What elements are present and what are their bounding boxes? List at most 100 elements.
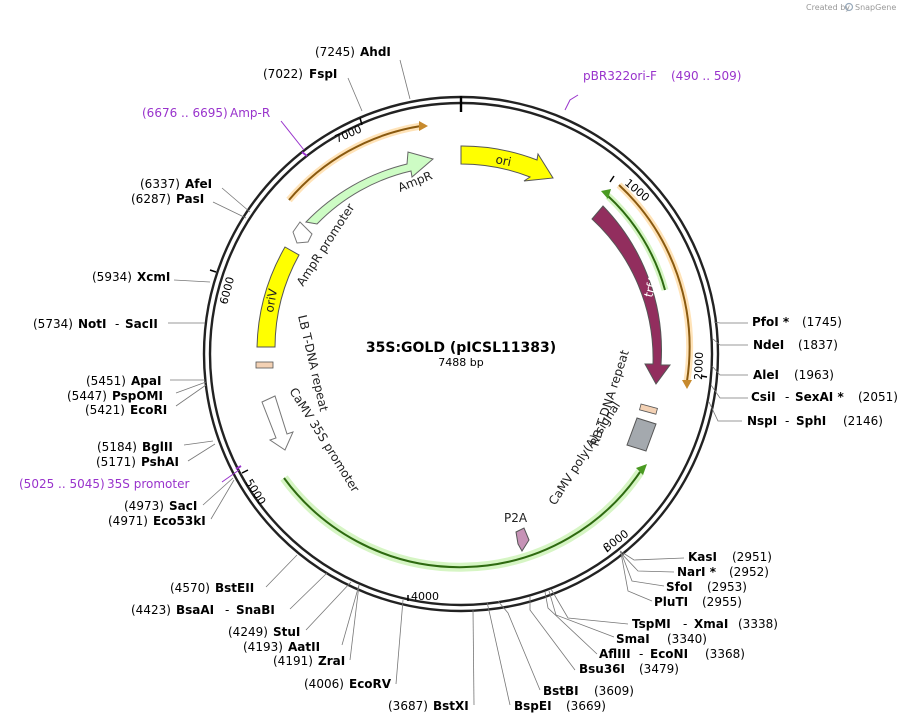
site-pluti[interactable]: PluTI (2955)	[654, 595, 742, 609]
site-bspei[interactable]: BspEI (3669)	[514, 699, 606, 713]
site-name: Bsu36I	[579, 662, 625, 676]
site-name: ApaI	[131, 374, 161, 388]
site-zrai[interactable]: (4191) ZraI	[273, 654, 345, 668]
site-sep: -	[683, 617, 687, 631]
site-pos: (4570)	[170, 581, 210, 595]
site-name: StuI	[273, 625, 300, 639]
site-saci[interactable]: (4973) SacI	[124, 499, 197, 513]
site-noti-sacii[interactable]: (5734) NotI - SacII	[33, 317, 158, 331]
site-stui[interactable]: (4249) StuI	[228, 625, 300, 639]
site-eco53ki[interactable]: (4971) Eco53kI	[108, 514, 206, 528]
site-pos: (5451)	[86, 374, 126, 388]
snapgene-credit: Created by SnapGene	[806, 2, 896, 12]
site-pasi[interactable]: (6287) PasI	[131, 192, 204, 206]
site-xcmi[interactable]: (5934) XcmI	[92, 270, 170, 284]
site-pos: (3687)	[388, 699, 428, 713]
feature-green-arrow-right	[601, 189, 669, 291]
site-kasi[interactable]: KasI (2951)	[688, 550, 772, 564]
feature-camv-polyA-label: CaMV poly(A) signal	[546, 399, 623, 508]
site-pos: (6337)	[140, 177, 180, 191]
site-name: AflIII	[599, 647, 631, 661]
site-pos: (2953)	[707, 580, 747, 594]
feature-camv-35s-promoter[interactable]: CaMV 35S promoter	[261, 385, 362, 495]
site-name: FspI	[309, 67, 337, 81]
site-pos: (5171)	[96, 455, 136, 469]
feature-p2a[interactable]: P2A	[504, 511, 530, 552]
primer-name: Amp-R	[230, 106, 270, 120]
site-pos: (2951)	[732, 550, 772, 564]
site-name: PluTI	[654, 595, 688, 609]
site-name: PshAI	[141, 455, 179, 469]
site-pspomi[interactable]: (5447) PspOMI	[67, 389, 163, 403]
tick-5000: 5000	[242, 477, 268, 508]
site-name: BstEII	[215, 581, 254, 595]
site-ecorv[interactable]: (4006) EcoRV	[304, 677, 392, 691]
site-name2: SnaBI	[236, 603, 275, 617]
site-name2: XmaI	[694, 617, 728, 631]
site-pos: (5447)	[67, 389, 107, 403]
site-name: KasI	[688, 550, 717, 564]
feature-trfA[interactable]: trfA	[591, 205, 671, 385]
snapgene-logo-icon	[844, 2, 854, 12]
site-name: NotI	[78, 317, 107, 331]
site-csii-sexai[interactable]: CsiI - SexAI * (2051)	[751, 390, 898, 404]
site-aatii[interactable]: (4193) AatII	[243, 640, 320, 654]
feature-orange-arrow-right	[616, 182, 694, 389]
site-afliii-econi[interactable]: AflIII - EcoNI (3368)	[599, 647, 745, 661]
site-afei[interactable]: (6337) AfeI	[140, 177, 212, 191]
site-ahdi[interactable]: (7245) AhdI	[315, 45, 391, 59]
site-pshai[interactable]: (5171) PshAI	[96, 455, 179, 469]
site-pos: (4971)	[108, 514, 148, 528]
site-name: EcoRI	[130, 403, 167, 417]
site-name: AatII	[288, 640, 320, 654]
tick-2000: 2000	[692, 352, 706, 380]
site-pos: (3368)	[705, 647, 745, 661]
site-pos: (3338)	[738, 617, 778, 631]
site-pfoi[interactable]: PfoI * (1745)	[752, 315, 842, 329]
site-pos: (7022)	[263, 67, 303, 81]
primer-name: 35S promoter	[107, 477, 189, 491]
site-pos: (3479)	[639, 662, 679, 676]
site-nari[interactable]: NarI * (2952)	[677, 565, 769, 579]
site-name: TspMI	[632, 617, 671, 631]
site-name: PfoI *	[752, 315, 790, 329]
site-name: XcmI	[137, 270, 170, 284]
site-name: BstBI	[543, 684, 579, 698]
site-bsaai-snabi[interactable]: (4423) BsaAI - SnaBI	[131, 603, 275, 617]
site-bstbi[interactable]: BstBI (3609)	[543, 684, 634, 698]
site-name: SacI	[169, 499, 197, 513]
site-pos: (4006)	[304, 677, 344, 691]
site-bstxi[interactable]: (3687) BstXI	[388, 699, 469, 713]
site-name2: EcoNI	[650, 647, 688, 661]
site-nspi-sphi[interactable]: NspI - SphI (2146)	[747, 414, 883, 428]
site-alei[interactable]: AleI (1963)	[753, 368, 834, 382]
site-bglii[interactable]: (5184) BglII	[97, 440, 173, 454]
site-pos: (3669)	[566, 699, 606, 713]
site-name2: SacII	[125, 317, 158, 331]
site-apai[interactable]: (5451) ApaI	[86, 374, 161, 388]
primer-pos: (6676 .. 6695)	[142, 106, 228, 120]
site-name: AhdI	[360, 45, 391, 59]
feature-camv-polyA[interactable]: CaMV poly(A) signal	[546, 399, 657, 508]
primer-pBR322ori-F[interactable]: pBR322ori-F (490 .. 509)	[564, 69, 741, 111]
feature-oriV[interactable]: oriV	[256, 246, 300, 348]
site-sfoi[interactable]: SfoI (2953)	[666, 580, 747, 594]
site-name: BsaAI	[176, 603, 214, 617]
site-tspmi-xmai[interactable]: TspMI - XmaI (3338)	[632, 617, 778, 631]
site-bsu36i[interactable]: Bsu36I (3479)	[579, 662, 679, 676]
site-ndei[interactable]: NdeI (1837)	[753, 338, 838, 352]
primer-amp-R[interactable]: (6676 .. 6695) Amp-R	[142, 106, 308, 157]
site-fspi[interactable]: (7022) FspI	[263, 67, 337, 81]
tick-4000: 4000	[411, 590, 439, 603]
site-pos: (5184)	[97, 440, 137, 454]
feature-ori[interactable]: ori	[460, 145, 554, 182]
site-name: BstXI	[433, 699, 469, 713]
site-pos: (7245)	[315, 45, 355, 59]
site-bsteii[interactable]: (4570) BstEII	[170, 581, 254, 595]
site-smai[interactable]: SmaI (3340)	[616, 632, 707, 646]
feature-p2a-label: P2A	[504, 511, 528, 525]
primer-35s-promoter[interactable]: (5025 .. 5045) 35S promoter	[19, 465, 242, 491]
site-pos: (6287)	[131, 192, 171, 206]
site-name: BglII	[142, 440, 173, 454]
site-ecori[interactable]: (5421) EcoRI	[85, 403, 167, 417]
